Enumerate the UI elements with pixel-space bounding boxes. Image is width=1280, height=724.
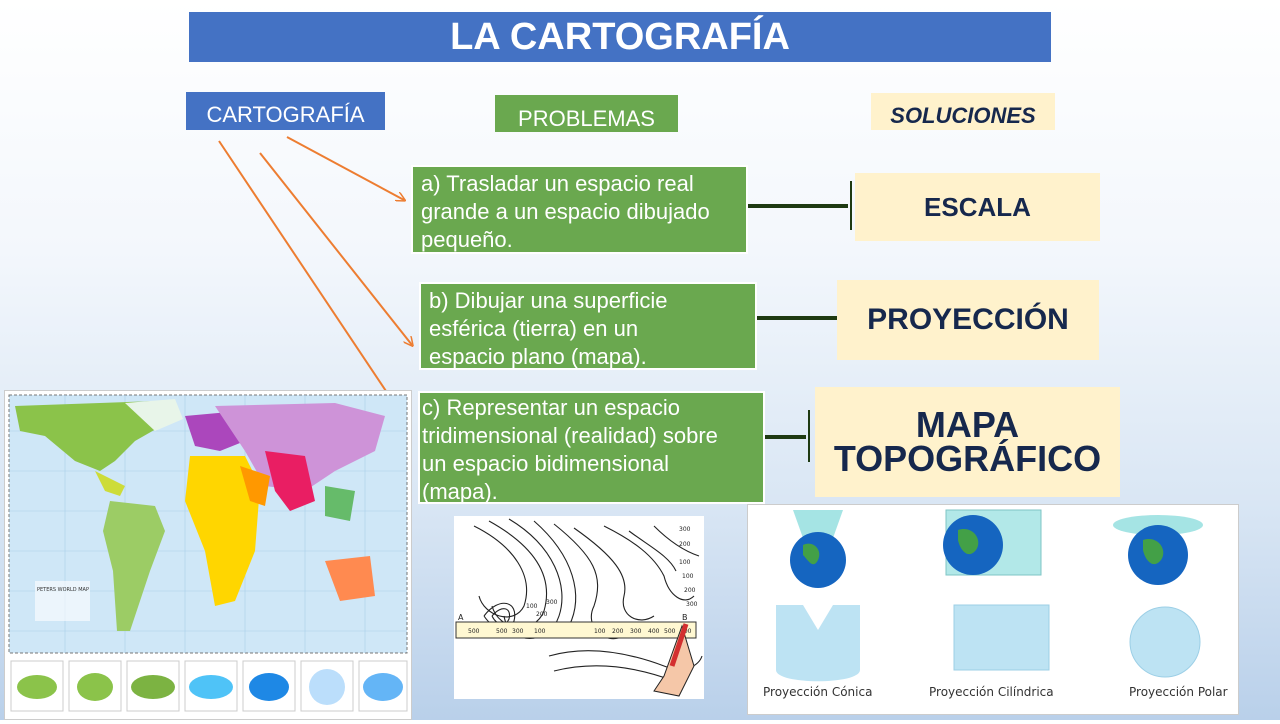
solution-escala: ESCALA — [855, 173, 1100, 241]
solution-proyeccion: PROYECCIÓN — [837, 280, 1099, 360]
scale-label: 200 — [612, 628, 624, 635]
contour-label: 300 — [679, 526, 691, 533]
projection-label-cilindrica: Proyección Cilíndrica — [929, 685, 1054, 699]
problem-b-line: esférica (tierra) en un — [429, 316, 639, 341]
point-b-label: B — [682, 613, 688, 622]
scale-label: 500 — [496, 628, 508, 635]
arrow-to-problem-c — [218, 140, 410, 427]
problem-c-line: un espacio bidimensional — [422, 451, 670, 476]
problem-b-line: b) Dibujar una superficie — [429, 288, 668, 313]
contour-map-icon: 500 500 300 100 100 200 300 400 500 700 … — [455, 518, 703, 697]
problem-a-line: grande a un espacio dibujado — [421, 199, 710, 224]
arrow-to-problem-b — [259, 152, 412, 345]
problem-c-line: c) Representar un espacio — [422, 395, 681, 420]
problem-c-line: (mapa). — [422, 479, 498, 504]
problem-a: a) Trasladar un espacio real grande a un… — [411, 165, 748, 254]
scale-label: 300 — [630, 628, 642, 635]
connector-c-mapa — [765, 410, 810, 462]
problem-b: b) Dibujar una superficie esférica (tier… — [419, 282, 757, 370]
arrow-to-problem-a — [286, 136, 404, 200]
connector-a-escala — [748, 181, 852, 230]
contour-label: 200 — [679, 541, 691, 548]
connector-b-proyeccion — [748, 295, 844, 343]
scale-label: 500 — [664, 628, 676, 635]
scale-label: 500 — [468, 628, 480, 635]
peters-world-map-icon: PETERS WORLD MAP — [8, 394, 408, 712]
header-soluciones: SOLUCIONES — [871, 93, 1055, 130]
world-map-image: PETERS WORLD MAP — [4, 390, 412, 720]
header-problemas: PROBLEMAS — [495, 95, 678, 132]
problem-b-line: espacio plano (mapa). — [429, 344, 647, 369]
topographic-map-image: 500 500 300 100 100 200 300 400 500 700 … — [454, 516, 704, 699]
projection-label-conica: Proyección Cónica — [763, 685, 873, 699]
scale-label: 100 — [534, 628, 546, 635]
contour-label: 300 — [546, 599, 558, 606]
problem-c-line: tridimensional (realidad) sobre — [422, 423, 718, 448]
solution-mapa-line: TOPOGRÁFICO — [833, 438, 1102, 479]
projections-image: Proyección Cónica Proyección Cilíndrica … — [747, 504, 1239, 715]
solution-mapa-line: MAPA — [915, 404, 1020, 445]
contour-label: 200 — [536, 611, 548, 618]
contour-label: 100 — [682, 573, 694, 580]
map-caption: PETERS WORLD MAP — [37, 587, 89, 593]
contour-label: 100 — [526, 603, 538, 610]
scale-label: 300 — [512, 628, 524, 635]
problem-a-line: pequeño. — [421, 227, 513, 252]
solution-mapa-topografico: MAPA TOPOGRÁFICO — [815, 387, 1120, 497]
page-title: LA CARTOGRAFÍA — [189, 12, 1051, 62]
problem-a-line: a) Trasladar un espacio real — [421, 171, 694, 196]
scale-label: 100 — [594, 628, 606, 635]
projection-label-polar: Proyección Polar — [1129, 685, 1228, 699]
point-a-label: A — [458, 613, 464, 622]
projections-figure-icon — [776, 509, 1203, 682]
scale-label: 400 — [648, 628, 660, 635]
contour-label: 300 — [686, 601, 698, 608]
problem-c: c) Representar un espacio tridimensional… — [418, 391, 765, 504]
contour-label: 200 — [684, 587, 696, 594]
header-cartografia: CARTOGRAFÍA — [186, 92, 385, 130]
contour-label: 100 — [679, 559, 691, 566]
